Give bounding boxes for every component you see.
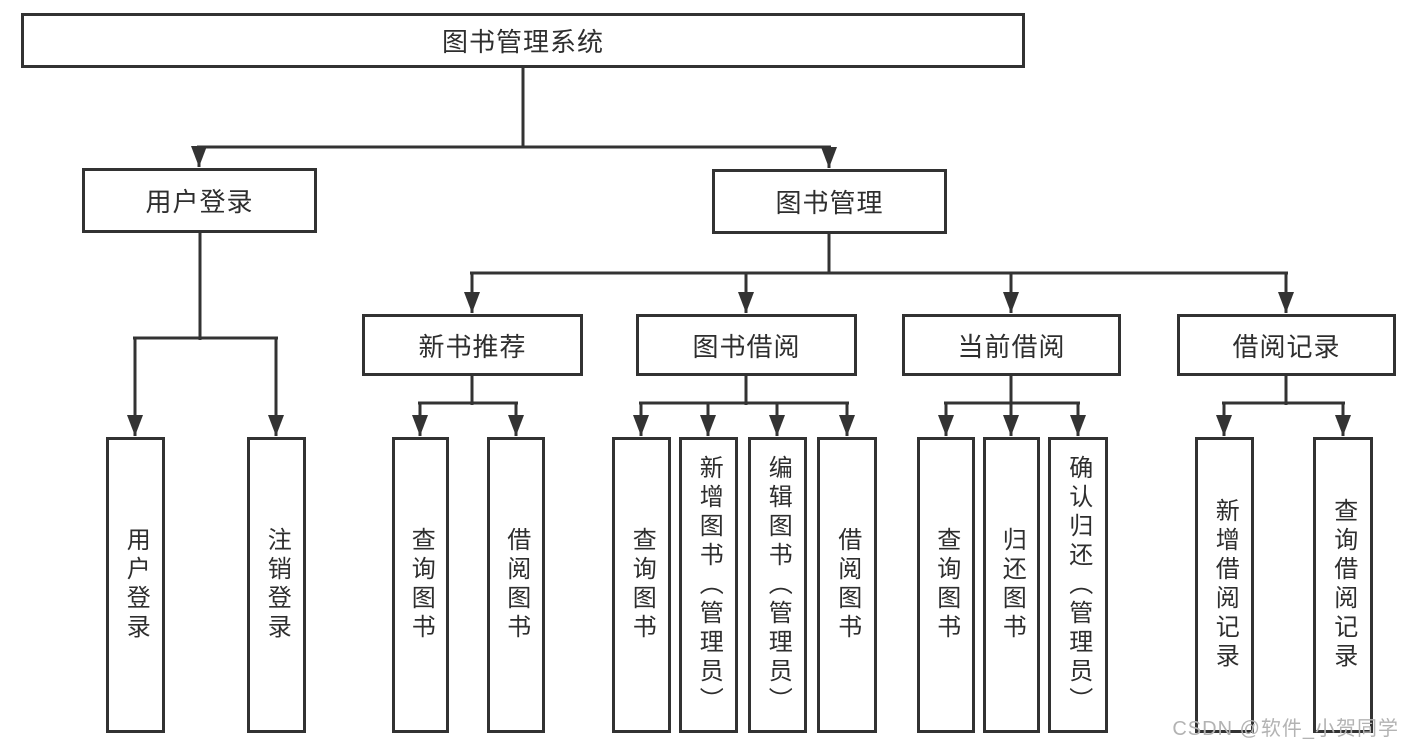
node-new-book-recommendation: 新书推荐 bbox=[362, 314, 583, 376]
leaf-borrow-book: 借阅图书 bbox=[817, 437, 877, 733]
leaf-label: 归还图书 bbox=[998, 527, 1026, 643]
leaf-confirm-return-admin: 确认归还（管理员） bbox=[1048, 437, 1108, 733]
node-library-management-system: 图书管理系统 bbox=[21, 13, 1025, 68]
csdn-watermark: CSDN @软件_小贺同学 bbox=[1172, 718, 1399, 740]
leaf-borrow-book-recommend: 借阅图书 bbox=[487, 437, 545, 733]
node-user-login: 用户登录 bbox=[82, 168, 317, 233]
leaf-add-book-admin: 新增图书（管理员） bbox=[679, 437, 738, 733]
leaf-logout: 注销登录 bbox=[247, 437, 306, 733]
leaf-label: 新增借阅记录 bbox=[1211, 498, 1239, 672]
leaf-label: 编辑图书（管理员） bbox=[764, 454, 792, 716]
leaf-label: 注销登录 bbox=[263, 527, 291, 643]
leaf-user-login: 用户登录 bbox=[106, 437, 165, 733]
leaf-return-book: 归还图书 bbox=[983, 437, 1040, 733]
leaf-query-book-borrowing: 查询图书 bbox=[612, 437, 671, 733]
leaf-label: 查询图书 bbox=[407, 527, 435, 643]
leaf-label: 用户登录 bbox=[122, 527, 150, 643]
leaf-label: 确认归还（管理员） bbox=[1064, 454, 1092, 716]
leaf-query-book-current: 查询图书 bbox=[917, 437, 975, 733]
node-book-borrowing: 图书借阅 bbox=[636, 314, 857, 376]
leaf-label: 新增图书（管理员） bbox=[695, 454, 723, 716]
node-current-borrowing: 当前借阅 bbox=[902, 314, 1121, 376]
node-book-management: 图书管理 bbox=[712, 169, 947, 234]
leaf-label: 查询图书 bbox=[628, 527, 656, 643]
leaf-edit-book-admin: 编辑图书（管理员） bbox=[748, 437, 807, 733]
leaf-label: 查询借阅记录 bbox=[1329, 498, 1357, 672]
leaf-query-borrow-record: 查询借阅记录 bbox=[1313, 437, 1373, 733]
leaf-label: 借阅图书 bbox=[833, 527, 861, 643]
node-borrowing-records: 借阅记录 bbox=[1177, 314, 1396, 376]
leaf-query-book-recommend: 查询图书 bbox=[392, 437, 449, 733]
leaf-label: 借阅图书 bbox=[502, 527, 530, 643]
leaf-label: 查询图书 bbox=[932, 527, 960, 643]
leaf-add-borrow-record: 新增借阅记录 bbox=[1195, 437, 1254, 733]
